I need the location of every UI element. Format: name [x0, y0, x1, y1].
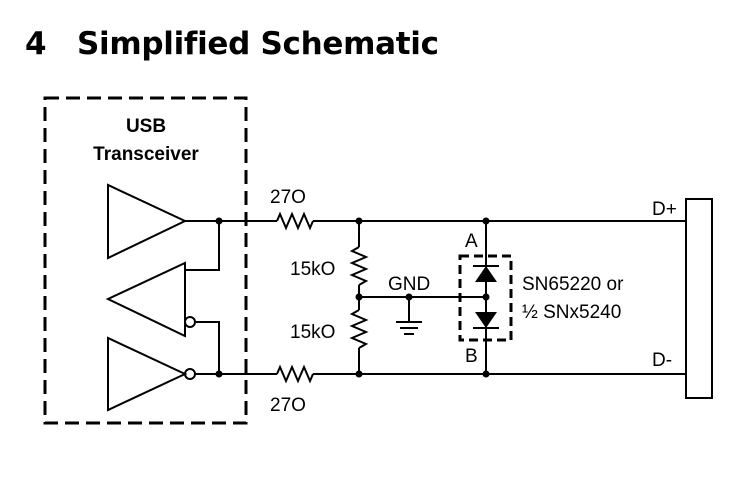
resistor-label-pull-bottom: 15kO	[290, 322, 335, 343]
junction-dot	[215, 217, 223, 225]
junction-dot	[355, 293, 363, 301]
junction-dot	[482, 293, 490, 301]
transceiver-box	[43, 96, 248, 425]
resistor-label-series-top: 27O	[270, 187, 306, 208]
protection-device-label-line1: SN65220 or	[522, 274, 624, 295]
connector-d-plus-label: D+	[652, 199, 677, 220]
d-minus-line	[246, 364, 686, 384]
resistor-label-series-bottom: 27O	[270, 395, 306, 416]
junction-dot	[355, 217, 363, 225]
section-number: 4	[25, 26, 47, 62]
junction-dot	[215, 370, 223, 378]
tvs-diode-bottom	[475, 312, 497, 328]
ground-label: GND	[388, 274, 430, 295]
usb-connector	[685, 198, 713, 399]
receiver-buffer	[105, 261, 186, 338]
junction-dot	[482, 217, 490, 225]
junction-dot	[482, 370, 490, 378]
protection-device-label-line2: ½ SNx5240	[522, 302, 621, 323]
connector-d-minus-label: D-	[652, 350, 672, 371]
pull-resistor-network	[349, 221, 486, 374]
protection-pin-b-label: B	[465, 346, 478, 367]
section-heading: 4 Simplified Schematic	[25, 26, 439, 62]
tvs-diode-top	[475, 266, 497, 282]
transceiver-label-line2: Transceiver	[93, 144, 199, 165]
top-driver-buffer	[107, 183, 188, 260]
d-plus-line	[246, 211, 686, 231]
section-title: Simplified Schematic	[77, 26, 439, 62]
protection-pin-a-label: A	[465, 231, 478, 252]
transceiver-wiring	[185, 220, 246, 375]
junction-dot	[405, 293, 413, 301]
bottom-driver-buffer	[107, 336, 188, 412]
resistor-label-pull-top: 15kO	[290, 259, 335, 280]
ground-symbol	[396, 297, 422, 335]
junction-dot	[355, 370, 363, 378]
receiver-inverter-bubble	[184, 316, 196, 328]
transceiver-label-line1: USB	[126, 116, 166, 137]
